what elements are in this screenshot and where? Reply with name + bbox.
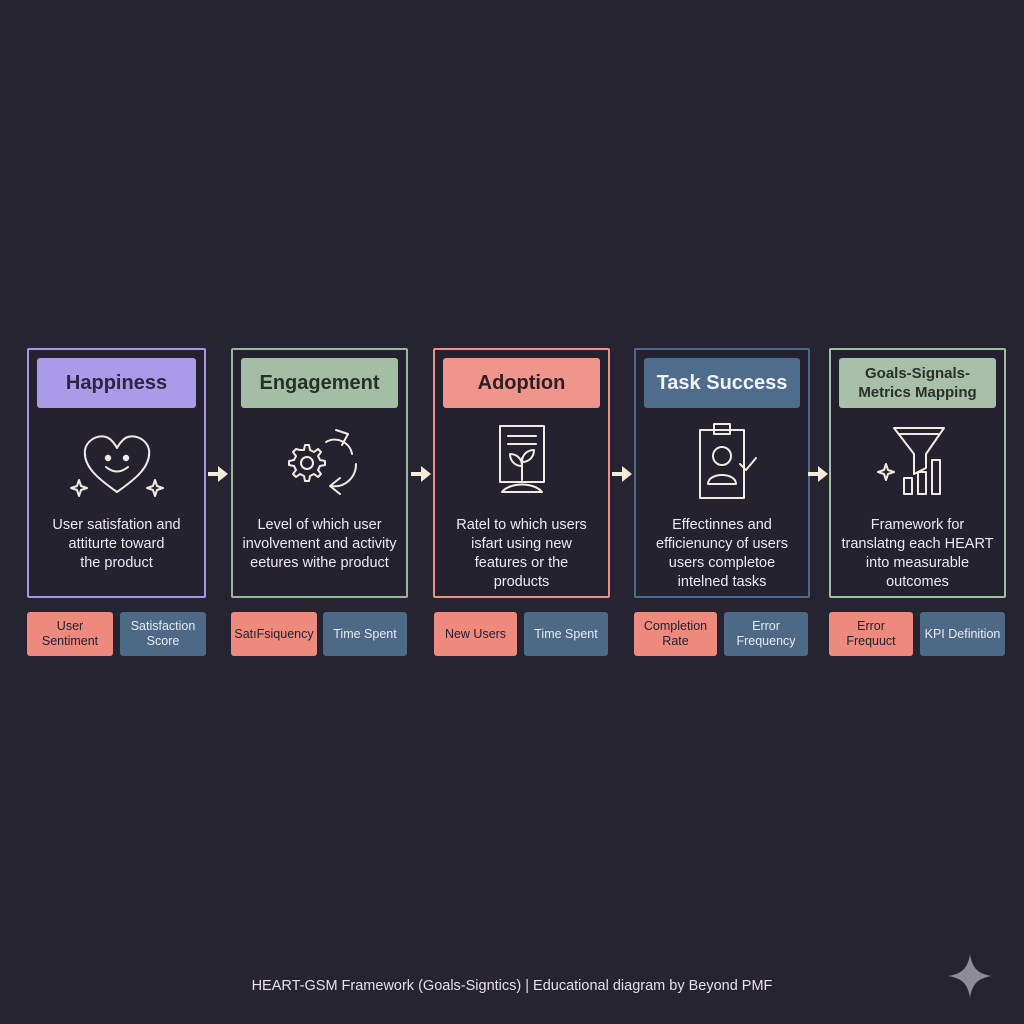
desc-line: involvement and activity (242, 536, 397, 552)
metric-chip: Time Spent (323, 612, 407, 656)
card-description: User satisfation and attiturte toward th… (35, 516, 198, 573)
desc-line: users completoe (668, 555, 776, 571)
desc-line: Effectinnes and (672, 517, 772, 533)
card-description: Effectinnes and efficienuncy of users us… (642, 516, 802, 592)
card-title: Engagement (241, 358, 398, 408)
card-engagement: Engagement Level of which user involveme… (231, 348, 408, 598)
desc-line: features or the (474, 555, 569, 571)
card-title: Task Success (644, 358, 800, 408)
metric-chip: Completion Rate (634, 612, 717, 656)
desc-line: products (493, 574, 550, 590)
metric-chip: Error Frequency (724, 612, 808, 656)
funnel-chart-icon (876, 420, 960, 504)
desc-line: User satisfation and (52, 517, 181, 533)
footer-caption: HEART-GSM Framework (Goals-Signtics) | E… (251, 978, 773, 994)
sparkle-icon (946, 952, 994, 1000)
desc-line: Level of which user (257, 517, 382, 533)
desc-line: eetures withe product (250, 555, 389, 571)
card-description: Level of which user involvement and acti… (239, 516, 400, 573)
card-description: Ratel to which users isfart using new fe… (441, 516, 602, 592)
desc-line: the product (80, 555, 153, 571)
metric-chip: Error Frequuct (829, 612, 913, 656)
arrow-right-icon (610, 464, 634, 484)
desc-line: into measurable (865, 555, 970, 571)
clipboard-user-check-icon (680, 420, 764, 504)
desc-line: attiturte toward (68, 536, 165, 552)
desc-line: efficienuncy of users (656, 536, 788, 552)
document-sprout-icon (480, 420, 564, 504)
desc-line: Ratel to which users (456, 517, 587, 533)
arrow-right-icon (409, 464, 433, 484)
card-description: Framework for translatng each HEART into… (837, 516, 998, 592)
arrow-right-icon (206, 464, 230, 484)
card-title: Goals-Signals-Metrics Mapping (839, 358, 996, 408)
metric-chip: User Sentiment (27, 612, 113, 656)
card-happiness: Happiness User satisfation and attiturte… (27, 348, 206, 598)
arrow-right-icon (806, 464, 830, 484)
desc-line: isfart using new (471, 536, 572, 552)
desc-line: outcomes (886, 574, 949, 590)
heart-smile-icon (69, 420, 164, 504)
card-adoption: Adoption Ratel to which users isfart usi… (433, 348, 610, 598)
metric-chip: SatıFsiquency (231, 612, 317, 656)
desc-line: translatng each HEART (841, 536, 994, 552)
metric-chip: Time Spent (524, 612, 608, 656)
metric-chip: Satisfaction Score (120, 612, 206, 656)
card-gsm-mapping: Goals-Signals-Metrics Mapping Framework … (829, 348, 1006, 598)
desc-line: intelned tasks (677, 574, 767, 590)
desc-line: Framework for (870, 517, 965, 533)
card-title: Adoption (443, 358, 600, 408)
metric-chip: KPI Definition (920, 612, 1005, 656)
metric-chip: New Users (434, 612, 517, 656)
gear-cycle-icon (278, 420, 362, 504)
card-task-success: Task Success Effectinnes and efficienunc… (634, 348, 810, 598)
card-title: Happiness (37, 358, 196, 408)
